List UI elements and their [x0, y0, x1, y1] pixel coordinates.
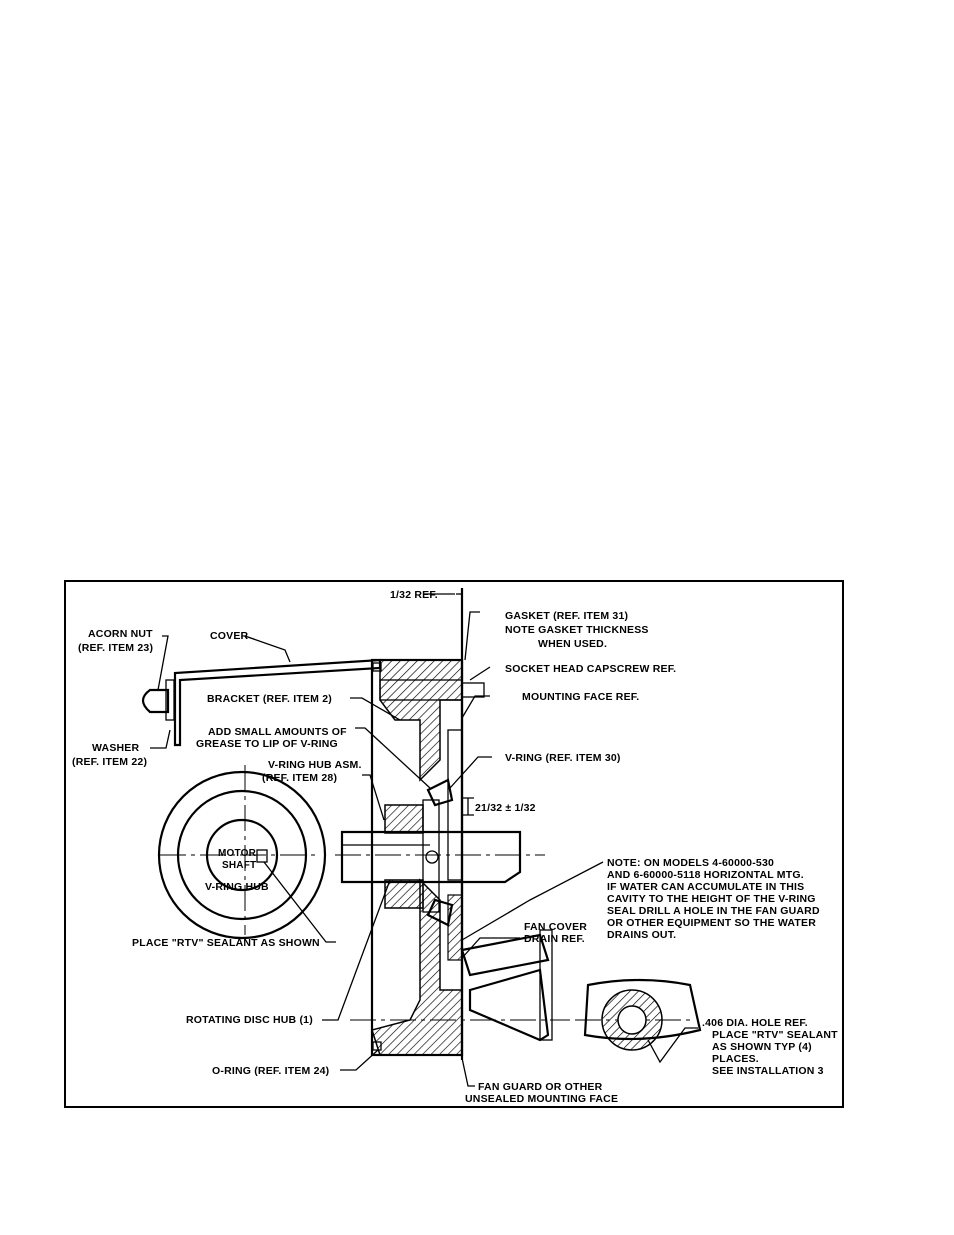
motor-shaft-shape — [340, 830, 522, 884]
leader-socket — [469, 666, 491, 681]
label-fanguard-1: FAN GUARD OR OTHER — [478, 1081, 603, 1093]
note-line-3: IF WATER CAN ACCUMULATE IN THIS — [607, 881, 804, 893]
label-hole-4: PLACES. — [712, 1053, 759, 1065]
label-washer-2: (REF. ITEM 22) — [72, 756, 147, 768]
acorn-nut-shape — [141, 688, 170, 714]
label-hubasm-1: V-RING HUB ASM. — [268, 759, 362, 771]
label-hole-3: AS SHOWN TYP (4) — [712, 1041, 812, 1053]
label-grease-1: ADD SMALL AMOUNTS OF — [208, 726, 347, 738]
label-mounting: MOUNTING FACE REF. — [522, 691, 639, 703]
label-hole-5: SEE INSTALLATION 3 — [712, 1065, 824, 1077]
dim-arrows — [462, 797, 474, 816]
fan-cover-drain — [460, 933, 550, 977]
leader-vring — [449, 756, 492, 789]
leader-rotating — [322, 879, 391, 1021]
label-gasket-3: WHEN USED. — [538, 638, 607, 650]
diagram-frame — [64, 580, 844, 1108]
label-hubasm-2: (REF. ITEM 28) — [262, 772, 337, 784]
leader-cover — [244, 635, 291, 663]
label-vring-hub: V-RING HUB — [205, 881, 269, 893]
label-rotating: ROTATING DISC HUB (1) — [186, 1014, 313, 1026]
leader-rtv — [263, 861, 336, 943]
note-line-7: DRAINS OUT. — [607, 929, 676, 941]
motor-shaft-circle — [205, 818, 279, 892]
washer-shape — [165, 679, 175, 721]
note-line-2: AND 6-60000-5118 HORIZONTAL MTG. — [607, 869, 804, 881]
label-fancover-2: DRAIN REF. — [524, 933, 585, 945]
fan-cover-flange — [539, 929, 553, 1041]
label-fanguard-2: UNSEALED MOUNTING FACE — [465, 1093, 618, 1105]
hole-detail-hole — [617, 1005, 647, 1035]
label-motor: MOTOR — [218, 848, 257, 859]
hub-disc — [422, 799, 440, 913]
leader-fanguard — [461, 1057, 475, 1087]
note-line-6: OR OTHER EQUIPMENT SO THE WATER — [607, 917, 816, 929]
guard-plate — [447, 729, 463, 881]
key-square — [256, 849, 268, 863]
leader-acorn — [157, 635, 169, 691]
leader-note — [461, 861, 604, 941]
label-hole-1: .406 DIA. HOLE REF. — [702, 1017, 808, 1029]
note-line-5: SEAL DRILL A HOLE IN THE FAN GUARD — [607, 905, 820, 917]
leader-bracket — [350, 697, 401, 721]
label-gasket-1: GASKET (REF. ITEM 31) — [505, 610, 628, 622]
label-dimension: 21/32 ± 1/32 — [475, 802, 536, 814]
v-ring-lower — [426, 898, 454, 927]
label-washer-1: WASHER — [92, 742, 140, 754]
leader-grease — [355, 727, 431, 789]
label-socket: SOCKET HEAD CAPSCREW REF. — [505, 663, 676, 675]
note-line-1: NOTE: ON MODELS 4-60000-530 — [607, 857, 774, 869]
label-acorn-1: ACORN NUT — [88, 628, 153, 640]
label-oring: O-RING (REF. ITEM 24) — [212, 1065, 329, 1077]
fan-cover-lower — [468, 968, 550, 1042]
leader-gasket — [464, 611, 480, 661]
label-cover: COVER — [210, 630, 249, 642]
leader-hole — [647, 1027, 698, 1064]
leader-mounting — [461, 695, 490, 719]
leader-oring — [340, 1049, 379, 1071]
o-ring-upper — [372, 662, 382, 672]
disc-outer-circle — [157, 770, 327, 940]
leader-hubasm — [362, 774, 385, 821]
leader-washer — [150, 729, 171, 749]
label-gasket-2: NOTE GASKET THICKNESS — [505, 624, 649, 636]
note-line-4: CAVITY TO THE HEIGHT OF THE V-RING — [607, 893, 816, 905]
shaft-key — [425, 850, 439, 864]
o-ring-lower — [372, 1041, 382, 1051]
label-grease-2: GREASE TO LIP OF V-RING — [196, 738, 338, 750]
label-shaft: SHAFT — [222, 860, 256, 871]
label-hole-2: PLACE "RTV" SEALANT — [712, 1029, 838, 1041]
label-fancover-1: FAN COVER — [524, 921, 587, 933]
label-acorn-2: (REF. ITEM 23) — [78, 642, 153, 654]
label-vring: V-RING (REF. ITEM 30) — [505, 752, 621, 764]
bracket-upper — [379, 659, 463, 782]
hub-lower — [384, 879, 424, 909]
label-rtv: PLACE "RTV" SEALANT AS SHOWN — [132, 937, 320, 949]
capscrew-end — [461, 682, 485, 698]
label-bracket: BRACKET (REF. ITEM 2) — [207, 693, 332, 705]
leader-fancover — [461, 937, 520, 959]
v-ring-upper — [426, 778, 454, 807]
hub-upper — [384, 804, 424, 834]
label-1-32-ref: 1/32 REF. — [390, 589, 438, 601]
disc-middle-circle — [176, 789, 308, 921]
